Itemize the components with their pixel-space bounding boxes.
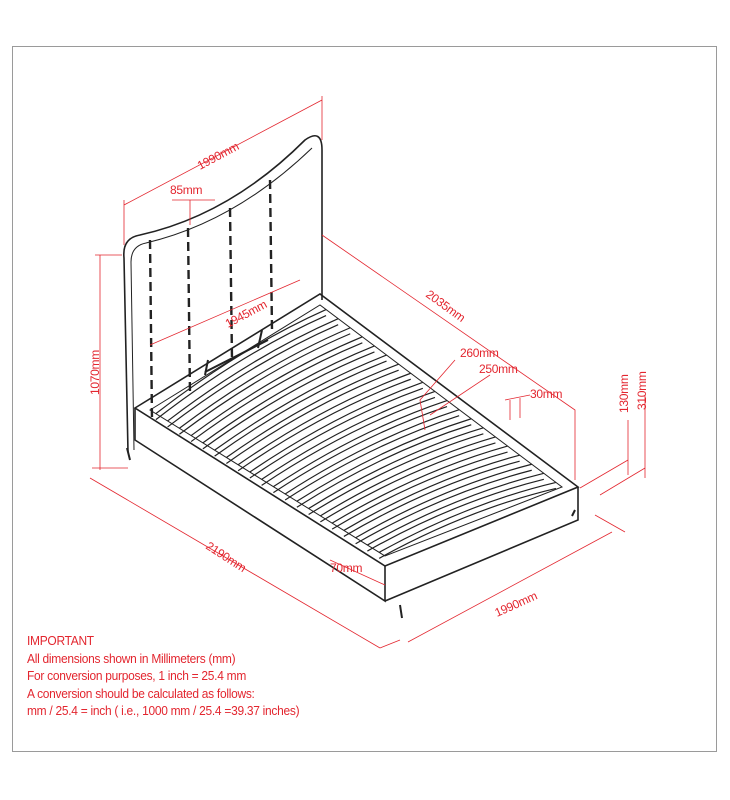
slat <box>155 309 327 415</box>
dim-slat-span-outer: 260mm <box>460 346 499 360</box>
notes-line-3: A conversion should be calculated as fol… <box>27 685 255 701</box>
headboard-channels <box>148 179 274 421</box>
slat <box>284 409 460 495</box>
slat-supports <box>204 329 269 376</box>
slat <box>343 460 520 537</box>
slat <box>167 324 339 428</box>
slat <box>273 399 448 488</box>
slat <box>202 345 375 444</box>
frame-front-side <box>384 487 579 602</box>
slat <box>308 427 484 510</box>
slat <box>343 454 520 531</box>
slat <box>179 327 351 429</box>
dim-slat-span-inner: 250mm <box>479 362 518 376</box>
notes-title: IMPORTANT <box>27 633 94 648</box>
slat <box>296 424 472 508</box>
notes-line-4: mm / 25.4 = inch ( i.e., 1000 mm / 25.4 … <box>27 703 300 718</box>
bed-drawing <box>123 134 580 619</box>
slat <box>202 351 375 450</box>
slat <box>226 369 399 464</box>
slat <box>249 387 424 479</box>
slat <box>261 396 436 486</box>
slat <box>367 478 544 552</box>
dim-slat-width: 70mm <box>330 561 362 575</box>
dim-inner-width: 1945mm <box>223 297 269 331</box>
headboard-outline <box>123 134 323 453</box>
dim-overall-length: 2190mm <box>203 539 249 575</box>
slat <box>378 481 557 553</box>
slat <box>214 354 387 451</box>
dim-leg-height: 310mm <box>635 371 649 410</box>
dimension-lines <box>89 96 646 649</box>
notes-line-2: For conversion purposes, 1 inch = 25.4 m… <box>27 668 247 683</box>
slat <box>367 472 544 546</box>
slat <box>331 445 508 524</box>
slat <box>237 372 411 466</box>
notes-line-1: All dimensions shown in Millimeters (mm) <box>27 650 236 666</box>
slat <box>378 487 557 559</box>
slat <box>296 418 472 502</box>
dim-channel-spacing: 85mm <box>170 183 202 197</box>
dim-inner-length: 2035mm <box>423 287 468 325</box>
slat <box>320 436 496 517</box>
dimension-labels: 1990mm 85mm 1945mm 2035mm 260mm 250mm 30… <box>88 139 649 620</box>
slat <box>226 363 399 458</box>
frame-top-inner <box>149 304 564 557</box>
slat <box>190 336 363 437</box>
headboard-inner-edge <box>130 147 313 451</box>
slat <box>179 333 351 435</box>
slat <box>355 469 532 545</box>
slat <box>155 315 327 421</box>
dim-headboard-height: 1070mm <box>88 350 102 395</box>
conversion-notes: IMPORTANT All dimensions shown in Millim… <box>27 632 300 720</box>
slat <box>261 390 436 480</box>
dim-overall-width: 1990mm <box>493 589 540 620</box>
slat <box>249 381 424 473</box>
slat <box>237 378 411 472</box>
slat <box>355 463 532 539</box>
drawing-border <box>12 46 717 752</box>
legs <box>126 447 576 619</box>
slat <box>284 415 460 501</box>
slat <box>167 318 339 422</box>
dim-frame-height: 130mm <box>617 374 631 413</box>
frame-left-side <box>134 408 386 603</box>
dim-headboard-width: 1990mm <box>195 139 241 173</box>
slat <box>214 360 387 457</box>
slat <box>320 442 496 523</box>
slat <box>308 433 484 516</box>
slat <box>331 451 508 530</box>
slat <box>190 342 363 443</box>
slat <box>273 405 448 494</box>
dim-rail-thickness: 30mm <box>530 387 562 401</box>
